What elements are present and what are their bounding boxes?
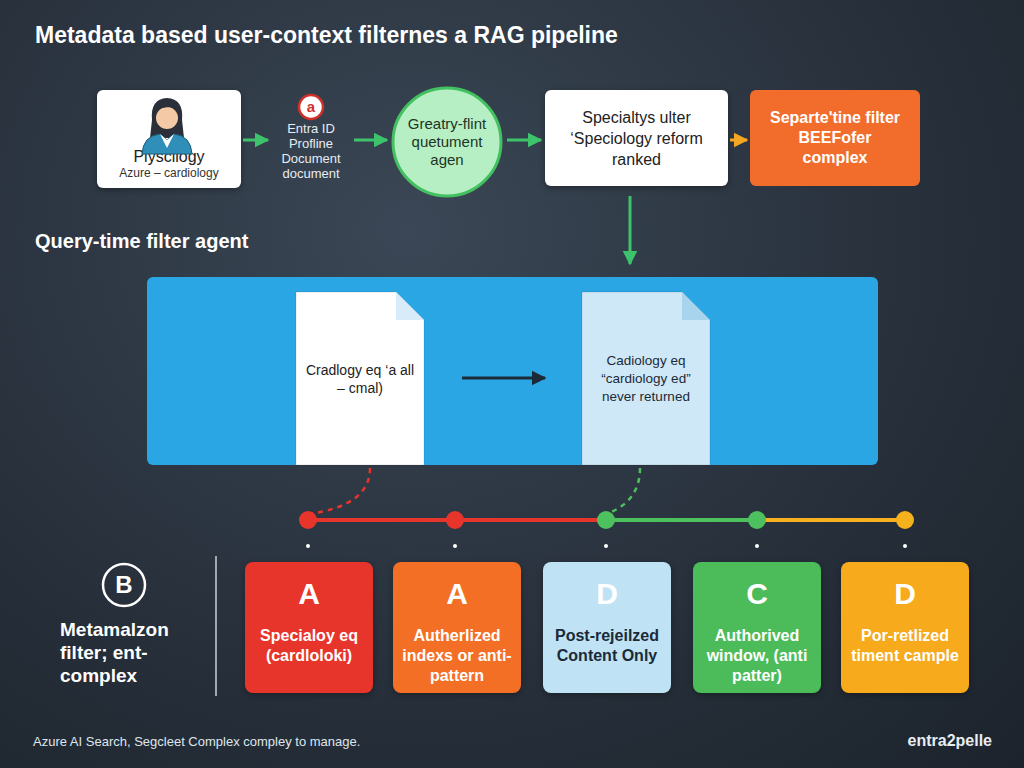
user-profile-box: PlyscllogyAzure – cardiology [97, 90, 241, 188]
identity-step: aEntra ID Profline Document document [272, 93, 350, 188]
timeline-dot [748, 511, 766, 529]
node-text: Greatry-flint quetument agen [403, 115, 491, 169]
node-text: Por-retlized timent cample [849, 626, 961, 666]
dashed-leader [606, 468, 640, 514]
flow-arrow [629, 196, 632, 264]
flow-arrow [730, 139, 747, 142]
node-text: A [446, 578, 468, 610]
agent-circle: Greatry-flint quetument agen [391, 86, 503, 198]
document-shape: Cadiology eq “cardiology ed” never retur… [582, 292, 710, 465]
node-text: a [307, 93, 315, 121]
diagram-caption: Azure AI Search, Segcleet Complex comple… [33, 734, 360, 749]
tick-dot [604, 544, 608, 548]
node-text: Authorived window, (anti patter) [701, 626, 813, 686]
flow-arrow [354, 139, 387, 142]
timeline-dot [299, 511, 317, 529]
document-fold [682, 292, 710, 320]
timeline-dot [446, 511, 464, 529]
node-text: Autherlized indexs or anti-pattern [401, 626, 513, 686]
node-text: Specialtys ulter ‘Speciology reform rank… [559, 107, 714, 170]
timeline-dot [597, 511, 615, 529]
filter-step-box: Specialtys ulter ‘Speciology reform rank… [545, 90, 728, 186]
node-outline [296, 292, 424, 465]
category-card: D Por-retlized timent cample [841, 562, 969, 693]
flow-arrow [507, 139, 541, 142]
node-text: Query-time filter agent [35, 229, 355, 253]
node-text: D [596, 578, 618, 610]
timeline-dot [896, 511, 914, 529]
node-text: Entra ID Profline Document document [272, 121, 350, 181]
circle-outline [393, 88, 501, 196]
agent-band: Cradlogy eq ‘a all – cmal) Cadiology eq “… [147, 277, 878, 465]
node-text: Cadiology eq “cardiology ed” never retur… [588, 352, 704, 406]
watermark-label: entra2pelle [908, 732, 992, 750]
category-card: A Autherlized indexs or anti-pattern [393, 562, 521, 693]
timeline-segment [308, 518, 606, 522]
tick-dot [453, 544, 457, 548]
node-text: Azure – cardiology [119, 166, 218, 181]
document-fold [396, 292, 424, 320]
node-text: B [115, 562, 132, 608]
alternative-box: Separte'tine filter BEEFofer complex [750, 90, 920, 186]
document-outline [296, 292, 424, 465]
option-marker: B Metamalzon filter; ent-complex [60, 562, 200, 692]
document-outline [582, 292, 710, 465]
tick-dot [903, 544, 907, 548]
node-text: A [298, 578, 320, 610]
node-text: D [894, 578, 916, 610]
diagram-title: Metadata based user-context filternes a … [35, 22, 618, 49]
node-text: C [746, 578, 768, 610]
node-text: Cradlogy eq ‘a all – cmal) [302, 361, 418, 397]
node-text: Plyscllogy [133, 147, 204, 166]
timeline-segment [757, 518, 905, 522]
category-card: C Authorived window, (anti patter) [693, 562, 821, 693]
category-card: D Post-rejeilzed Content Only [543, 562, 671, 693]
node-text: Separte'tine filter BEEFofer complex [764, 108, 906, 168]
tick-dot [306, 544, 310, 548]
node-text: Metamalzon filter; ent-complex [60, 618, 200, 687]
node-text: Post-rejeilzed Content Only [551, 626, 663, 666]
tick-dot [755, 544, 759, 548]
dashed-leader [308, 468, 370, 514]
timeline-segment [606, 518, 757, 522]
divider-line [215, 556, 217, 696]
flow-arrow [243, 139, 268, 142]
category-card: A Specialoy eq (cardloloki) [245, 562, 373, 693]
document-shape: Cradlogy eq ‘a all – cmal) [296, 292, 424, 465]
node-text: Specialoy eq (cardloloki) [253, 626, 365, 666]
